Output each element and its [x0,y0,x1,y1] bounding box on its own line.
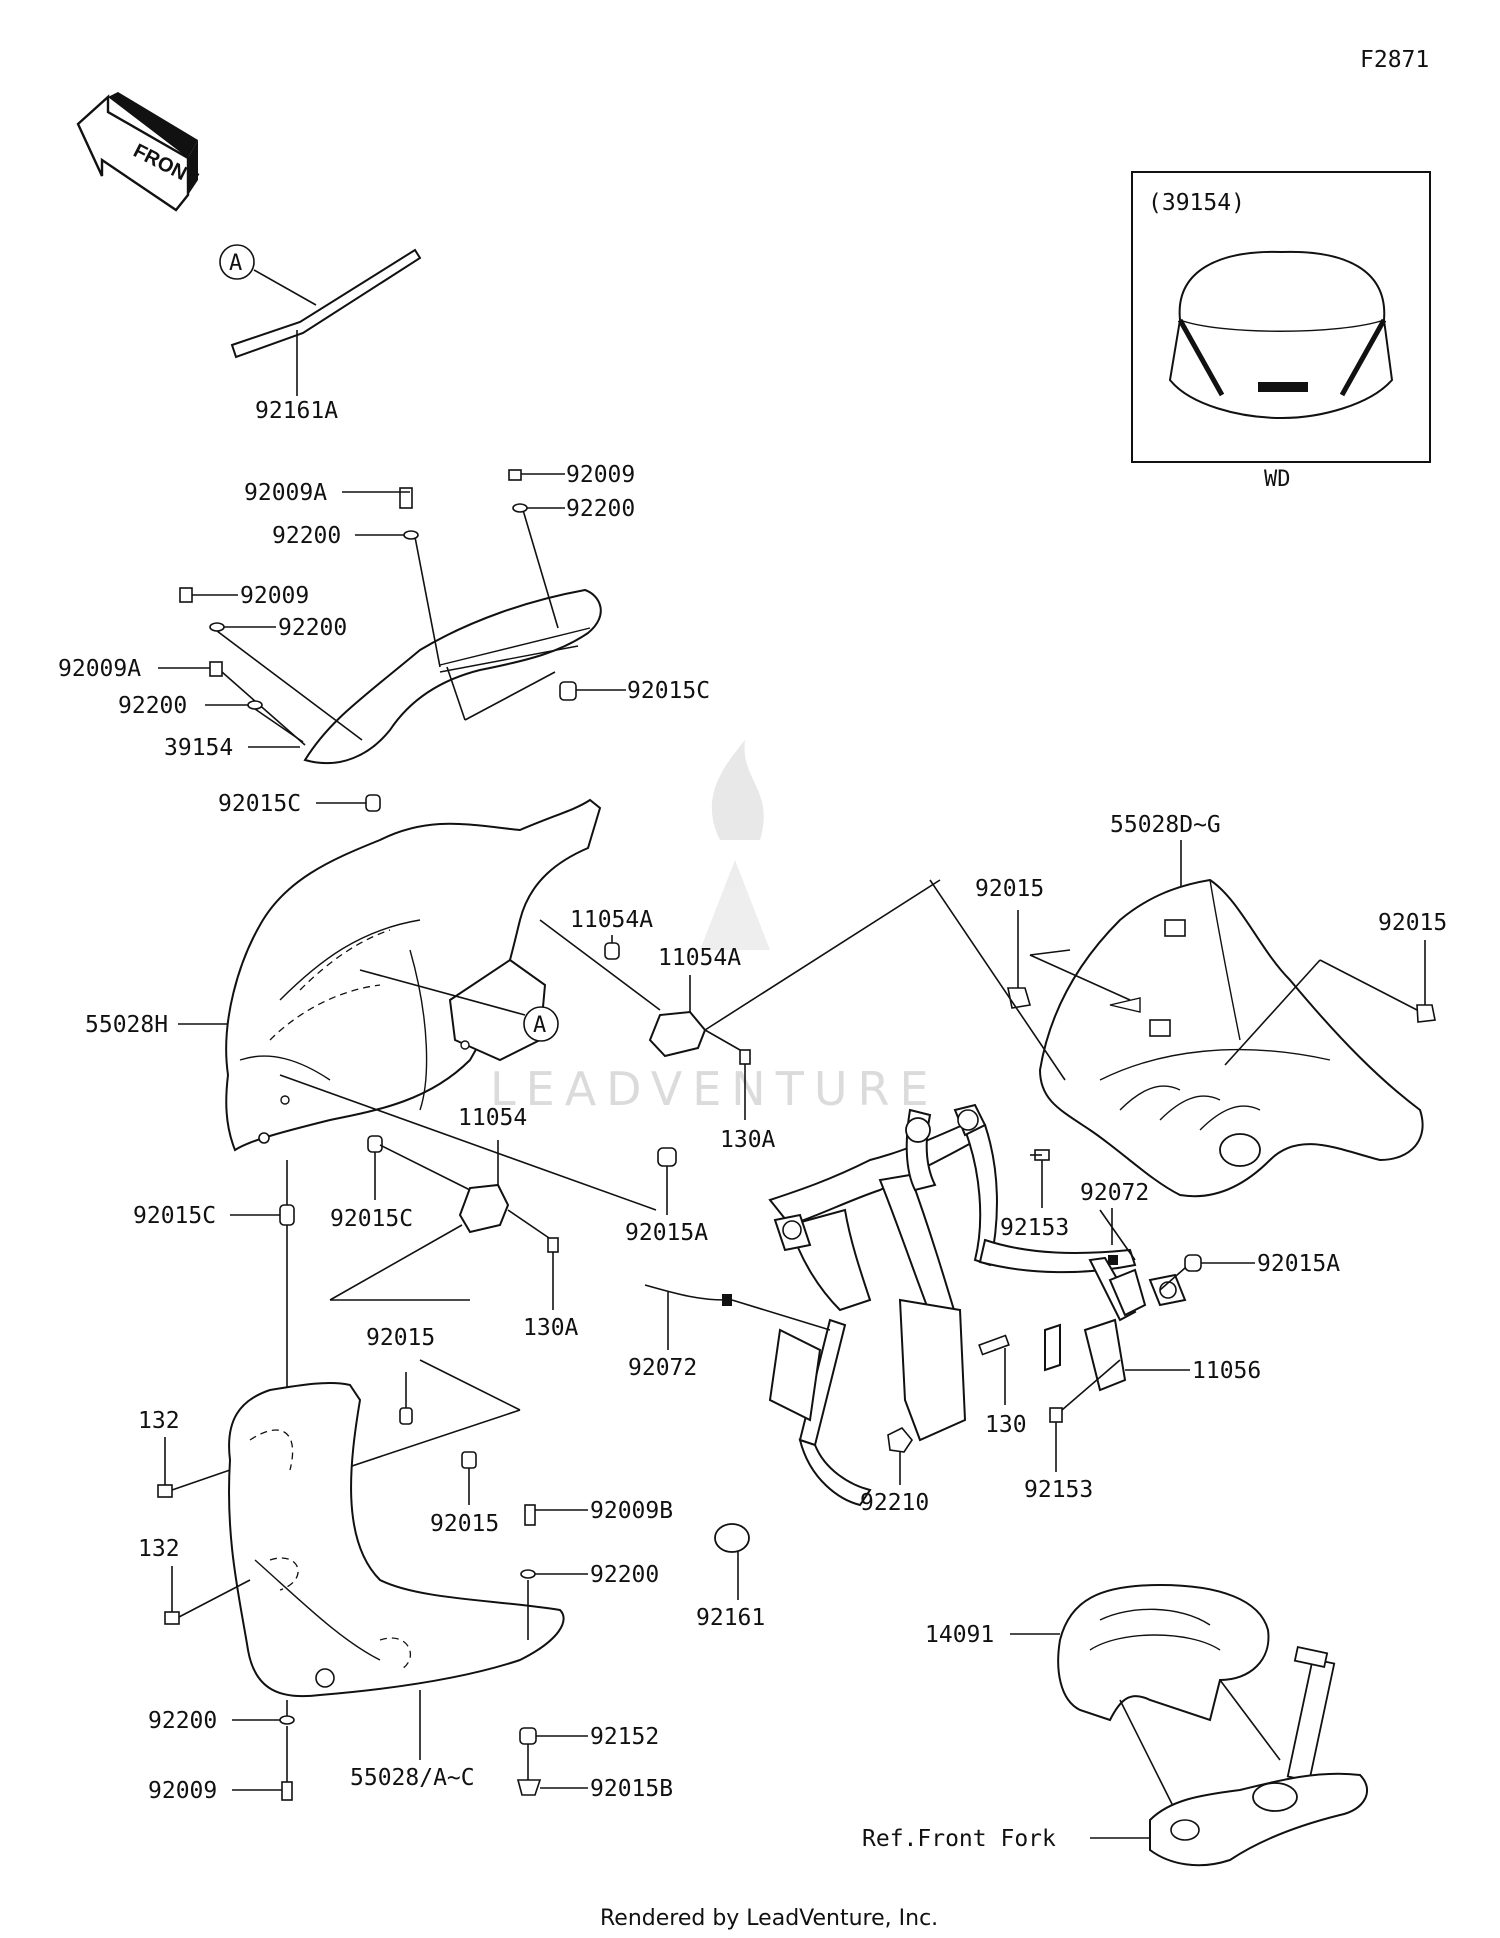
side-cowl-55028d: 55028D~G 92015 92015 [929,812,1447,1198]
part-label-14091: 14091 [925,1622,994,1648]
part-label-92015-side-left: 92015 [975,876,1044,902]
part-label-92009-lower: 92009 [148,1778,217,1804]
part-label-92015A-right: 92015A [1257,1251,1340,1277]
part-label-55028DG: 55028D~G [1110,812,1221,838]
upper-fasteners: 92009A 92009 92200 92200 92009 92200 920… [58,462,710,817]
grommet-92015a: 92015A [625,1147,708,1246]
part-label-92072-left: 92072 [628,1355,697,1381]
trim-strip-92161a: A 92161A [219,244,422,424]
lower-cowl-55028: 92015 132 132 92015 92009B 92200 92200 9… [138,1299,673,1804]
part-label-92009B: 92009B [590,1498,673,1524]
upper-cowl-55028h: 55028H A [85,798,657,1211]
part-label-92161A: 92161A [255,398,338,424]
part-label-39154: 39154 [164,735,233,761]
fairing-stay [768,1103,1187,1507]
part-label-92200-top-left: 92200 [272,523,341,549]
part-label-92153-lower: 92153 [1024,1477,1093,1503]
callout-a-cowl: A [533,1013,546,1038]
part-label-132-top: 132 [138,1408,180,1434]
part-label-55028H: 55028H [85,1012,168,1038]
part-label-130A-upper: 130A [720,1127,776,1153]
footer-credit: Rendered by LeadVenture, Inc. [600,1906,938,1931]
part-label-11054: 11054 [458,1105,527,1131]
part-label-92200-low: 92200 [118,693,187,719]
part-label-92015-lower-mid: 92015 [430,1511,499,1537]
part-label-130: 130 [985,1412,1027,1438]
part-label-92015C-right: 11054A [570,907,653,933]
part-label-ref-front-fork: Ref.Front Fork [862,1826,1056,1852]
grommet-92015c-vertical: 92015C [133,1160,295,1400]
part-label-92009A-mid: 92009A [58,656,141,682]
part-label-92015C-left: 92015C [218,791,301,817]
part-label-92009A-top: 92009A [244,480,327,506]
part-label-92015-lower-left: 92015 [366,1325,435,1351]
part-label-92200-lower-left: 92200 [148,1708,217,1734]
callout-a-top: A [229,251,242,276]
watermark: LEADVENTURE [490,740,939,1116]
part-label-92009-mid: 92009 [240,583,309,609]
part-label-92161: 92161 [696,1605,765,1631]
bracket-11054a: 11054A 11054A 130A [539,879,941,1153]
inset-title: (39154) [1148,190,1245,216]
part-label-11056: 11056 [1192,1358,1261,1384]
part-label-11054A: 11054A [658,945,741,971]
part-label-92210: 92210 [860,1490,929,1516]
part-label-92015C-far-left: 92015C [133,1203,216,1229]
part-label-92015-side-right: 92015 [1378,910,1447,936]
part-label-92152: 92152 [590,1724,659,1750]
bracket-11054: 92015C 11054 130A [329,1105,579,1341]
windshield-39154 [303,509,602,765]
part-label-92072-right: 92072 [1080,1180,1149,1206]
inset-caption: WD [1264,467,1291,492]
part-label-92200-top-right: 92200 [566,496,635,522]
figure-code: F2871 [1360,47,1429,73]
part-label-92015A-left: 92015A [625,1220,708,1246]
watermark-text: LEADVENTURE [490,1062,939,1116]
part-label-132-bottom: 132 [138,1536,180,1562]
front-arrow-icon: FRONT [76,92,201,212]
part-label-92153-upper: 92153 [1000,1215,1069,1241]
front-fork-14091: 14091 Ref.Front Fork [862,1583,1369,1867]
part-label-92015B: 92015B [590,1776,673,1802]
part-label-92009-top: 92009 [566,462,635,488]
part-label-92015C-lower: 92015C [330,1206,413,1232]
part-label-130A-lower: 130A [523,1315,579,1341]
part-label-92200-mid: 92200 [278,615,347,641]
inset-windshield: (39154) WD [1131,171,1431,492]
right-side-fasteners: 92153 92072 92015A 92072 11056 130 92153… [628,1149,1340,1631]
part-label-92200-lower-right: 92200 [590,1562,659,1588]
part-label-92015C-top: 92015C [627,678,710,704]
part-label-55028-AC: 55028/A~C [350,1765,475,1791]
